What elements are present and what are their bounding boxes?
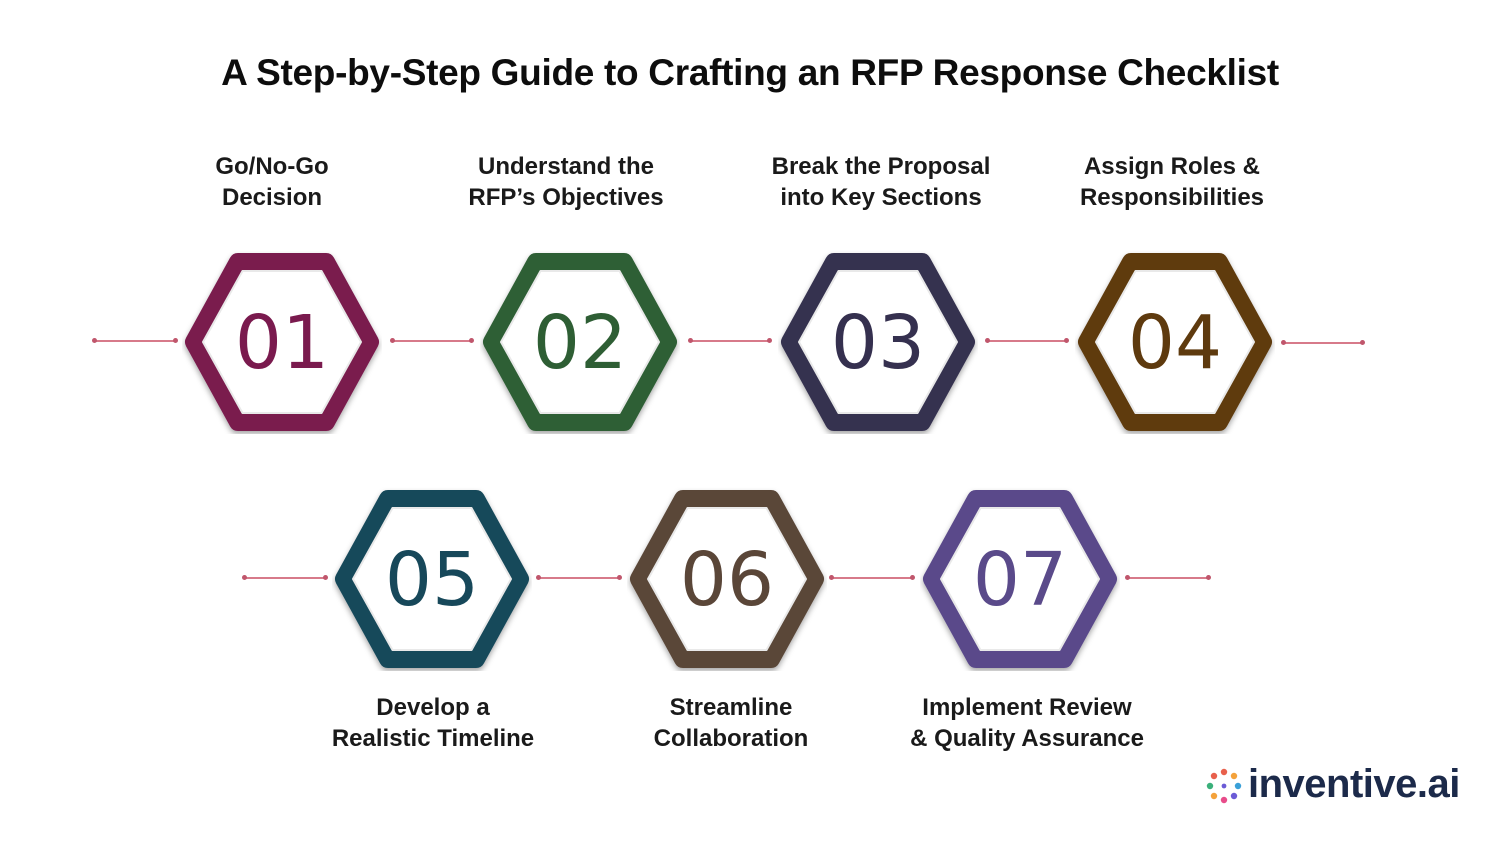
step-number: 07 [973, 537, 1067, 623]
step-05-label: Develop a Realistic Timeline [331, 694, 535, 752]
step-07-label: Implement Review & Quality Assurance [910, 694, 1144, 752]
connector-line [536, 575, 622, 580]
hexagon-inner [500, 270, 660, 414]
sparkle-dots-icon [1206, 768, 1242, 804]
hexagon-inner [1095, 270, 1255, 414]
step-number: 06 [680, 537, 774, 623]
step-number: 05 [385, 537, 479, 623]
step-03-label: Break the Proposal into Key Sections [771, 153, 991, 211]
step-05-hexagon: 05 [332, 487, 532, 671]
logo-text: inventive.ai [1248, 762, 1460, 806]
step-07-hexagon: 07 [920, 487, 1120, 671]
connector-line [1125, 575, 1211, 580]
hexagon-inner [798, 270, 958, 414]
connector-line [92, 338, 178, 343]
inventive-logo: inventive.ai [1204, 762, 1484, 812]
step-04-hexagon: 04 [1075, 250, 1275, 434]
connector-line [688, 338, 772, 343]
connector-line [985, 338, 1069, 343]
step-01-label: Go/No-Go Decision [215, 153, 329, 211]
page-title: A Step-by-Step Guide to Crafting an RFP … [221, 52, 1279, 93]
hexagon-inner [202, 270, 362, 414]
connector-line [242, 575, 328, 580]
step-number: 02 [533, 300, 627, 386]
connector-line [1281, 340, 1365, 345]
connector-line [829, 575, 915, 580]
step-02-hexagon: 02 [480, 250, 680, 434]
step-03-hexagon: 03 [778, 250, 978, 434]
step-number: 01 [235, 300, 329, 386]
connector-line [390, 338, 474, 343]
step-06-hexagon: 06 [627, 487, 827, 671]
step-number: 03 [831, 300, 925, 386]
hexagon-inner [940, 507, 1100, 651]
hexagon-inner [647, 507, 807, 651]
step-01-hexagon: 01 [182, 250, 382, 434]
hexagon-inner [352, 507, 512, 651]
step-04-label: Assign Roles & Responsibilities [1079, 153, 1265, 211]
step-06-label: Streamline Collaboration [653, 694, 809, 752]
step-number: 04 [1128, 300, 1222, 386]
step-02-label: Understand the RFP’s Objectives [468, 153, 664, 211]
